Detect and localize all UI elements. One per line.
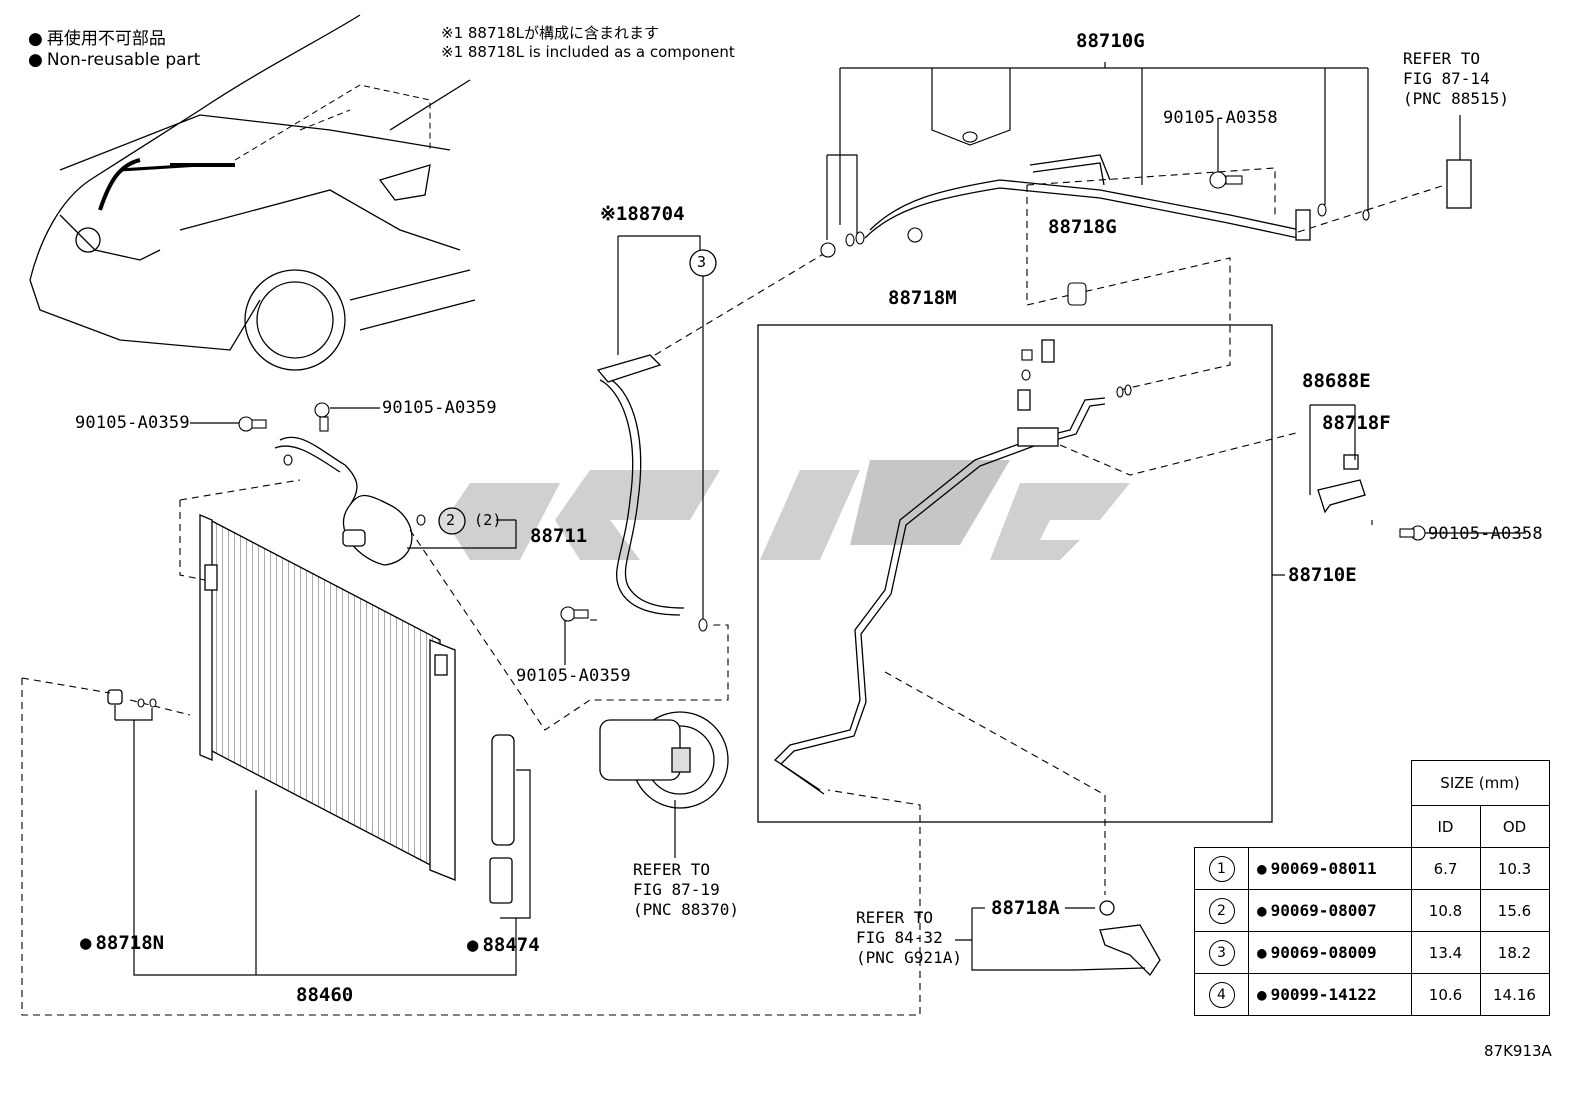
label-88710G[interactable]: 88710G [1076, 30, 1145, 52]
size-table-row[interactable]: 3 90069-08009 13.4 18.2 [1194, 931, 1550, 974]
o-rings [137, 131, 1370, 708]
refer-fig-84-32[interactable]: REFER TO FIG 84-32 (PNC G921A) [856, 908, 962, 967]
legend-jp: 再使用不可部品 [28, 24, 166, 49]
label-90105-A0359-bottom[interactable]: 90105-A0359 [516, 666, 631, 686]
pipe-88710G [864, 154, 1311, 241]
label-90105-A0358-right[interactable]: 90105-A0358 [1428, 524, 1543, 544]
size-table-row[interactable]: 4 90099-14122 10.6 14.16 [1194, 973, 1550, 1016]
label-88688E[interactable]: 88688E [1302, 370, 1371, 392]
row-part-number: 90069-08007 [1257, 901, 1377, 920]
row-part-number: 90069-08011 [1257, 859, 1377, 878]
size-col-id: ID [1410, 805, 1481, 848]
label-callout-2-paren: (2) [474, 511, 502, 529]
size-table-subheader-row: ID OD [1195, 805, 1550, 848]
bolts [238, 171, 1426, 622]
row-od: 10.3 [1479, 847, 1550, 890]
receiver-parts [107, 689, 515, 904]
label-88710E[interactable]: 88710E [1288, 564, 1357, 586]
hose-88711 [274, 436, 413, 566]
row-part-number: 90069-08009 [1257, 943, 1377, 962]
row-id: 6.7 [1410, 847, 1481, 890]
illustration-code: 87K913A [1484, 1042, 1552, 1060]
condenser [199, 514, 456, 881]
row-id: 10.6 [1410, 973, 1481, 1016]
row-number: 4 [1208, 981, 1235, 1008]
size-table-row[interactable]: 1 90069-08011 6.7 10.3 [1194, 847, 1550, 890]
note-en: ※1 88718L is included as a component [441, 43, 735, 61]
label-88718F[interactable]: 88718F [1322, 412, 1391, 434]
note-jp: ※1 88718Lが構成に含まれます [441, 24, 659, 42]
legend-en: Non-reusable part [28, 50, 200, 70]
row-number: 3 [1208, 939, 1235, 966]
label-88711[interactable]: 88711 [530, 525, 588, 547]
compressor [599, 711, 729, 809]
row-id: 13.4 [1410, 931, 1481, 974]
watermark-logo [445, 460, 1130, 560]
callout-2-number: 2 [446, 511, 456, 529]
hose-88704 [596, 354, 685, 616]
solid-leaders [114, 62, 1526, 976]
callout-2-circle [438, 507, 466, 535]
size-header: SIZE (mm) [1410, 760, 1550, 806]
size-table: SIZE (mm) ID OD 1 90069-08011 6.7 10.3 2… [1194, 760, 1550, 1016]
row-od: 14.16 [1479, 973, 1550, 1016]
pipe-88710E-frame [757, 324, 1273, 823]
row-od: 18.2 [1479, 931, 1550, 974]
expansion-valve [1446, 159, 1472, 209]
label-88718N[interactable]: 88718N [80, 932, 164, 954]
label-88718G[interactable]: 88718G [1048, 216, 1117, 238]
label-88474[interactable]: 88474 [467, 934, 539, 956]
pipe-88710E [773, 339, 1106, 795]
callout-3-circle [689, 249, 717, 277]
label-90105-A0359-left[interactable]: 90105-A0359 [75, 413, 190, 433]
label-88718M[interactable]: 88718M [888, 287, 957, 309]
size-col-od: OD [1479, 805, 1550, 848]
row-number: 1 [1208, 855, 1235, 882]
row-id: 10.8 [1410, 889, 1481, 932]
bracket-88718A [1099, 900, 1161, 977]
vehicle-leaders [234, 84, 431, 161]
label-90105-A0359-top[interactable]: 90105-A0359 [382, 398, 497, 418]
size-table-header-row: SIZE (mm) [1195, 760, 1550, 806]
label-88718A[interactable]: 88718A [991, 897, 1060, 919]
row-part-number: 90099-14122 [1257, 985, 1377, 1004]
refer-fig-87-14[interactable]: REFER TO FIG 87-14 (PNC 88515) [1403, 49, 1509, 108]
callout-3-number: 3 [697, 253, 707, 271]
label-88704[interactable]: ※188704 [600, 203, 685, 225]
row-od: 15.6 [1479, 889, 1550, 932]
refer-fig-87-19[interactable]: REFER TO FIG 87-19 (PNC 88370) [633, 860, 739, 919]
bracket-88688E [1317, 454, 1366, 514]
dashed-leaders [21, 167, 1446, 1016]
vehicle-sketch [29, 14, 476, 371]
label-90105-A0358-top[interactable]: 90105-A0358 [1163, 108, 1278, 128]
row-number: 2 [1208, 897, 1235, 924]
label-88460[interactable]: 88460 [296, 984, 354, 1006]
size-table-row[interactable]: 2 90069-08007 10.8 15.6 [1194, 889, 1550, 932]
